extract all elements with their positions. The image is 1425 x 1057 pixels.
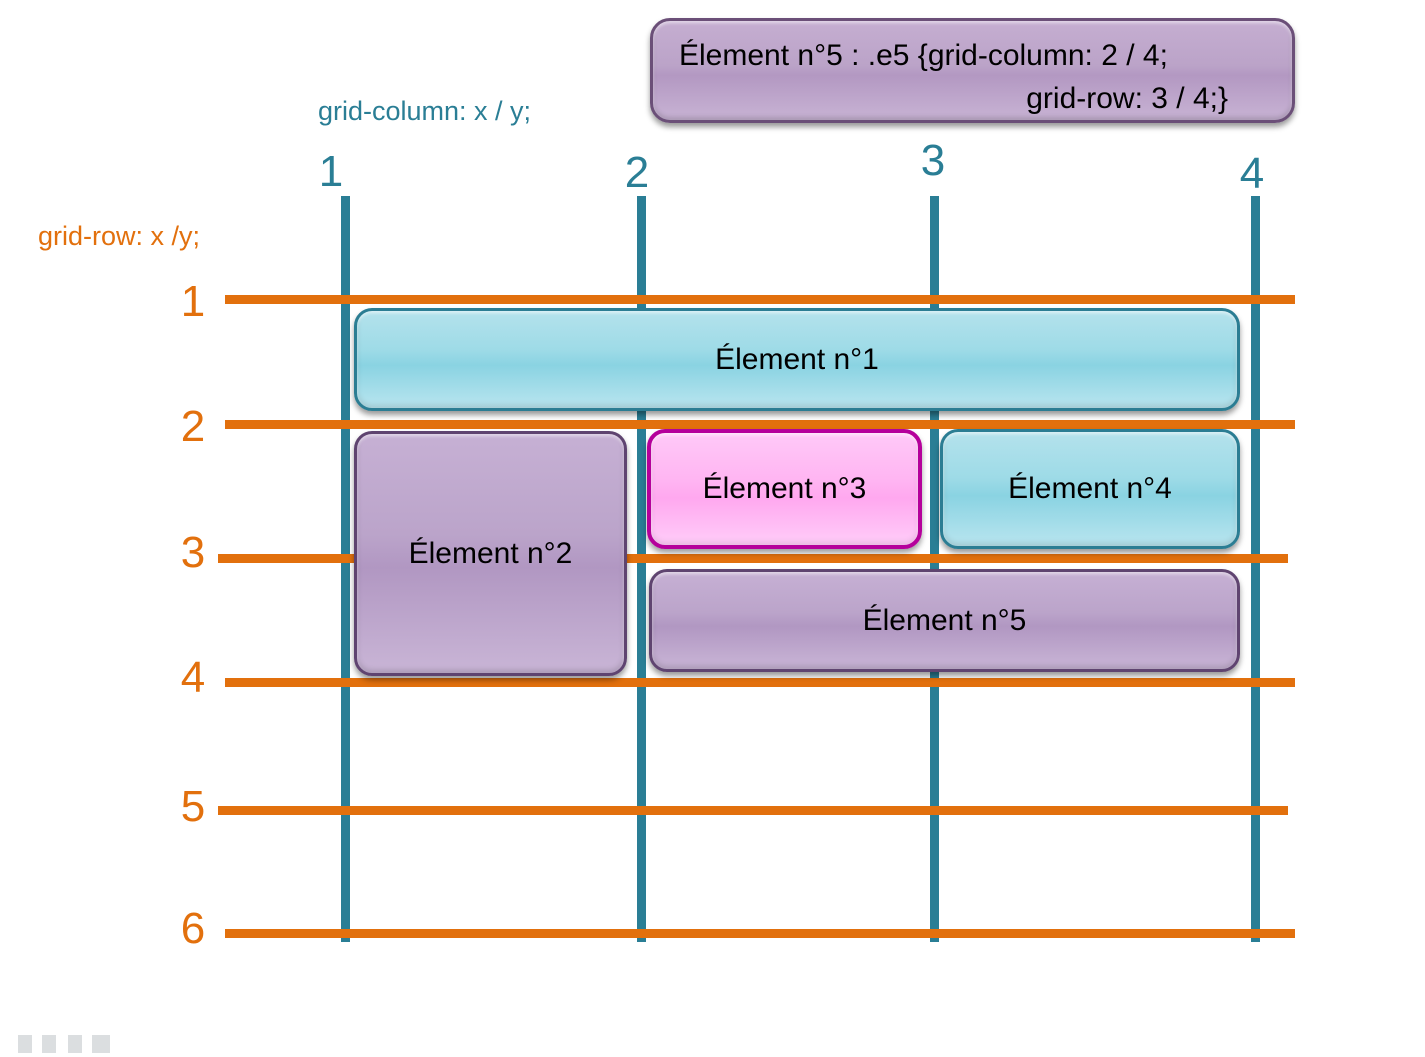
grid-item-element-2[interactable]: Élement n°2 xyxy=(354,431,627,676)
grid-item-element-4[interactable]: Élement n°4 xyxy=(940,429,1240,549)
callout-line-2: grid-row: 3 / 4;} xyxy=(1026,81,1228,115)
column-number-2: 2 xyxy=(624,148,650,197)
grid-row-legend: grid-row: x /y; xyxy=(38,221,201,251)
column-number-1: 1 xyxy=(318,147,344,196)
row-number-3: 3 xyxy=(180,528,206,577)
grid-item-element-5[interactable]: Élement n°5 xyxy=(649,569,1240,672)
row-grid-line-1 xyxy=(225,295,1295,304)
row-grid-line-2 xyxy=(225,420,1295,429)
row-number-4: 4 xyxy=(180,653,206,702)
row-grid-line-3 xyxy=(218,554,1288,563)
column-grid-line-4 xyxy=(1251,196,1260,942)
capture-artefact-marks xyxy=(18,1035,110,1053)
row-number-6: 6 xyxy=(180,904,206,953)
grid-item-label: Élement n°1 xyxy=(715,342,879,376)
row-grid-line-5 xyxy=(218,806,1288,815)
element5-code-callout: Élement n°5 : .e5 {grid-column: 2 / 4; g… xyxy=(650,18,1295,123)
row-number-2: 2 xyxy=(180,402,206,451)
column-number-4: 4 xyxy=(1239,149,1265,198)
row-grid-line-4 xyxy=(225,678,1295,687)
callout-line-1: Élement n°5 : .e5 {grid-column: 2 / 4; xyxy=(679,39,1168,72)
grid-item-element-3[interactable]: Élement n°3 xyxy=(647,429,922,549)
grid-item-element-1[interactable]: Élement n°1 xyxy=(354,308,1240,411)
row-number-5: 5 xyxy=(180,782,206,831)
column-grid-line-1 xyxy=(341,196,350,942)
column-number-3: 3 xyxy=(920,136,946,185)
grid-item-label: Élement n°4 xyxy=(1008,472,1172,505)
grid-item-label: Élement n°2 xyxy=(408,536,573,570)
column-grid-line-2 xyxy=(637,196,646,942)
grid-column-legend: grid-column: x / y; xyxy=(318,96,532,126)
row-number-1: 1 xyxy=(180,277,206,326)
grid-item-label: Élement n°5 xyxy=(862,603,1027,637)
grid-item-label: Élement n°3 xyxy=(702,472,867,505)
row-grid-line-6 xyxy=(225,929,1295,938)
